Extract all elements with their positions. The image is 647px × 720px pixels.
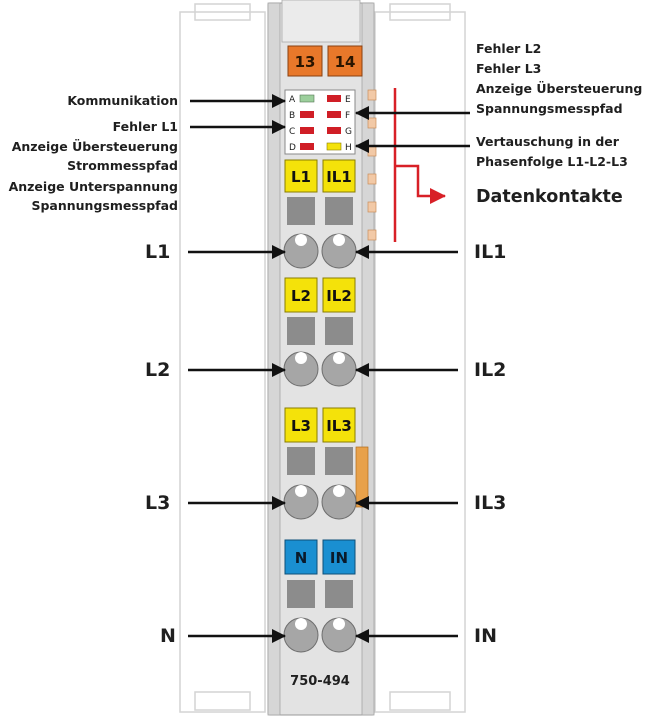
- led-letter-c: C: [289, 127, 295, 137]
- release-slot-il1[interactable]: [325, 197, 353, 225]
- led-b: [300, 111, 314, 118]
- terminal-label-l3: L3: [145, 492, 170, 514]
- label-spannungsmesspfad-left: Spannungsmesspfad: [31, 198, 178, 213]
- label-kommunikation: Kommunikation: [67, 93, 178, 108]
- led-e: [327, 95, 341, 102]
- terminal-group-l1: L1 IL1: [283, 159, 357, 269]
- marker-in-text: IN: [330, 549, 348, 567]
- label-phasenfolge: Phasenfolge L1-L2-L3: [476, 154, 628, 169]
- release-slot-l3[interactable]: [287, 447, 315, 475]
- label-fehler-l3: Fehler L3: [476, 61, 541, 76]
- adjacent-module-right: [374, 3, 466, 713]
- label-strommesspfad: Strommesspfad: [67, 158, 178, 173]
- terminal-group-n: N IN: [283, 539, 357, 653]
- led-letter-d: D: [289, 143, 296, 153]
- top-marker-13-text: 13: [295, 53, 316, 71]
- marker-l1-text: L1: [291, 168, 311, 186]
- label-anzeige-unterspannung: Anzeige Unterspannung: [9, 179, 178, 194]
- label-fehler-l2: Fehler L2: [476, 41, 541, 56]
- release-slot-l1[interactable]: [287, 197, 315, 225]
- terminal-group-l2: L2 IL2: [283, 277, 357, 387]
- led-a: [299, 94, 315, 103]
- marker-n-text: N: [295, 549, 308, 567]
- top-marker-14: 14: [327, 45, 363, 77]
- arrows-right-annotations: [355, 106, 470, 153]
- release-slot-il2[interactable]: [325, 317, 353, 345]
- terminal-label-l2: L2: [145, 359, 170, 381]
- label-spannungsmesspfad-right: Spannungsmesspfad: [476, 101, 623, 116]
- marker-il3-text: IL3: [326, 417, 352, 435]
- led-letter-h: H: [345, 143, 352, 153]
- release-slot-in[interactable]: [325, 580, 353, 608]
- terminal-label-n: N: [160, 625, 176, 647]
- top-marker-14-text: 14: [335, 53, 356, 71]
- led-h: [326, 142, 342, 151]
- label-anzeige-uebersteuerung-right: Anzeige Übersteuerung: [476, 81, 642, 96]
- datenkontakte-indicator: [393, 88, 446, 242]
- led-letter-a: A: [289, 95, 296, 105]
- terminal-label-il1: IL1: [474, 241, 506, 263]
- led-letter-b: B: [289, 111, 295, 121]
- terminal-label-l1: L1: [145, 241, 170, 263]
- terminal-label-in: IN: [474, 625, 497, 647]
- arrows-terminals: [188, 245, 458, 643]
- side-latch: [355, 446, 369, 508]
- release-slot-l2[interactable]: [287, 317, 315, 345]
- led-f: [327, 111, 341, 118]
- marker-il2-text: IL2: [326, 287, 352, 305]
- model-number: 750-494: [290, 674, 350, 689]
- data-contacts: [367, 89, 377, 241]
- datenkontakte-label: Datenkontakte: [476, 187, 623, 207]
- led-d: [300, 143, 314, 150]
- label-anzeige-uebersteuerung-left: Anzeige Übersteuerung: [12, 139, 178, 154]
- release-slot-n[interactable]: [287, 580, 315, 608]
- marker-l2-text: L2: [291, 287, 311, 305]
- arrows-left-annotations: [190, 94, 286, 134]
- terminal-label-il3: IL3: [474, 492, 506, 514]
- led-panel: A B C D E F G H: [284, 89, 356, 155]
- marker-l3-text: L3: [291, 417, 311, 435]
- led-letter-e: E: [345, 95, 351, 105]
- release-slot-il3[interactable]: [325, 447, 353, 475]
- terminal-label-il2: IL2: [474, 359, 506, 381]
- label-fehler-l1: Fehler L1: [113, 119, 178, 134]
- led-letter-f: F: [345, 111, 350, 121]
- led-letter-g: G: [345, 127, 352, 137]
- label-vertauschung: Vertauschung in der: [476, 134, 620, 149]
- adjacent-module-left: [179, 3, 266, 713]
- marker-il1-text: IL1: [326, 168, 352, 186]
- led-g: [327, 127, 341, 134]
- top-marker-13: 13: [287, 45, 323, 77]
- led-c: [300, 127, 314, 134]
